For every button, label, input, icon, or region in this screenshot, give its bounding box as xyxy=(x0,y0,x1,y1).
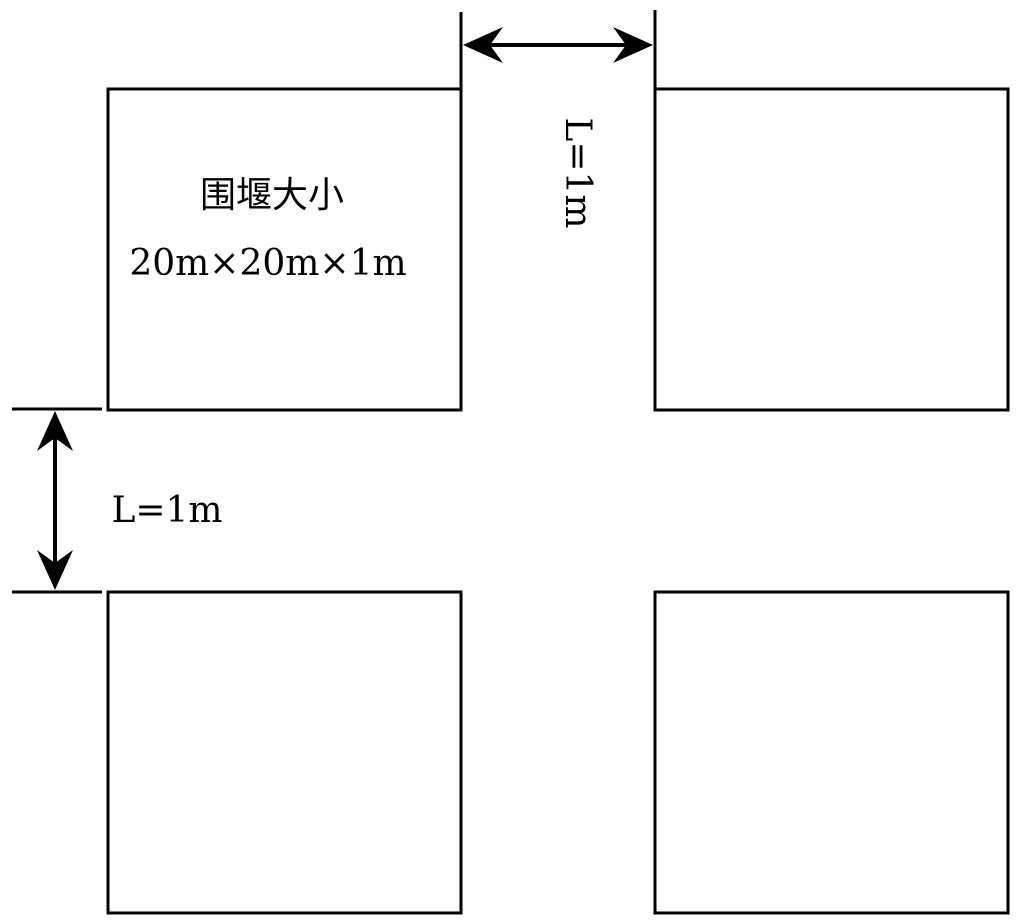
vertical-gap-label: L=1m xyxy=(111,490,222,531)
arrowhead-down-icon xyxy=(37,550,73,590)
cofferdam-bottom-left xyxy=(106,590,463,915)
cofferdam-top-right xyxy=(653,87,1010,412)
cofferdam-top-left xyxy=(106,87,463,412)
cofferdam-size-label: 20m×20m×1m xyxy=(129,243,406,284)
horizontal-gap-label: L=1m xyxy=(557,117,598,228)
cofferdam-bottom-right xyxy=(653,590,1010,915)
horizontal-gap-dimension xyxy=(459,10,657,89)
vertical-gap-dimension xyxy=(12,407,102,594)
arrowhead-right-icon xyxy=(613,27,653,63)
arrowhead-left-icon xyxy=(463,27,503,63)
cofferdam-title-label: 围堰大小 xyxy=(200,175,344,216)
arrowhead-up-icon xyxy=(37,411,73,451)
